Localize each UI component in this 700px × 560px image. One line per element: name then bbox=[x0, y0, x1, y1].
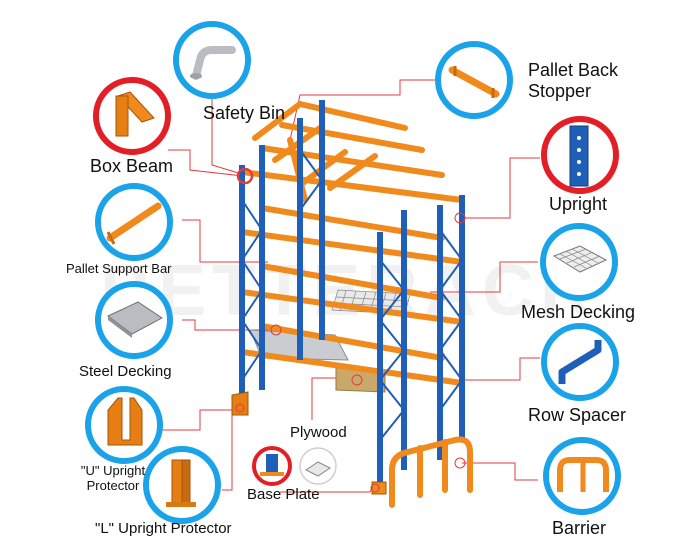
leader-l-upright-protector bbox=[222, 407, 241, 491]
steel-decking-circle bbox=[95, 281, 173, 359]
leader-barrier bbox=[462, 462, 538, 481]
u-upright-protector-circle bbox=[85, 386, 163, 464]
barrier-circle bbox=[543, 437, 621, 515]
label-base-plate: Base Plate bbox=[247, 486, 320, 503]
leader-mesh-decking bbox=[430, 261, 538, 293]
leader-box-beam bbox=[168, 149, 244, 177]
label-l-upright-protector: "L" Upright Protector bbox=[95, 520, 232, 537]
label-barrier: Barrier bbox=[552, 518, 607, 538]
frame-bracing bbox=[241, 149, 463, 441]
label-plywood: Plywood bbox=[290, 424, 347, 441]
leader-u-upright-protector bbox=[160, 409, 235, 431]
safety-bin-circle bbox=[173, 21, 251, 99]
mesh-decking-circle bbox=[540, 223, 618, 301]
uprights bbox=[239, 100, 465, 490]
barrier-rail bbox=[389, 436, 473, 508]
pallet-back-stopper-circle bbox=[435, 41, 513, 119]
label-pallet-back-stopper: Pallet Back Stopper bbox=[528, 60, 619, 101]
leader-lines bbox=[160, 79, 540, 493]
label-row-spacer: Row Spacer bbox=[528, 405, 627, 425]
box-beam-circle bbox=[93, 77, 171, 155]
label-u-upright-protector: "U" Upright Protector bbox=[80, 463, 146, 493]
main-rack bbox=[231, 100, 473, 508]
base-plate-circle bbox=[252, 446, 337, 486]
label-mesh-decking: Mesh Decking bbox=[521, 302, 636, 322]
pallet-support-bar-circle bbox=[95, 183, 173, 261]
label-upright: Upright bbox=[549, 194, 608, 214]
row-spacer-circle bbox=[541, 323, 619, 401]
label-box-beam: Box Beam bbox=[90, 156, 174, 176]
leader-steel-decking bbox=[182, 319, 275, 331]
leader-safety-bin bbox=[211, 95, 246, 176]
label-steel-decking: Steel Decking bbox=[79, 363, 172, 380]
leader-row-spacer bbox=[458, 357, 540, 381]
leader-upright bbox=[460, 157, 540, 219]
upright-circle bbox=[541, 116, 619, 194]
l-upright-protector-circle bbox=[143, 446, 221, 524]
leader-pallet-support-bar bbox=[182, 219, 268, 263]
label-safety-bin: Safety Bin bbox=[203, 103, 286, 123]
label-pallet-support-bar: Pallet Support Bar bbox=[66, 261, 172, 276]
highlight-markers bbox=[235, 167, 466, 493]
